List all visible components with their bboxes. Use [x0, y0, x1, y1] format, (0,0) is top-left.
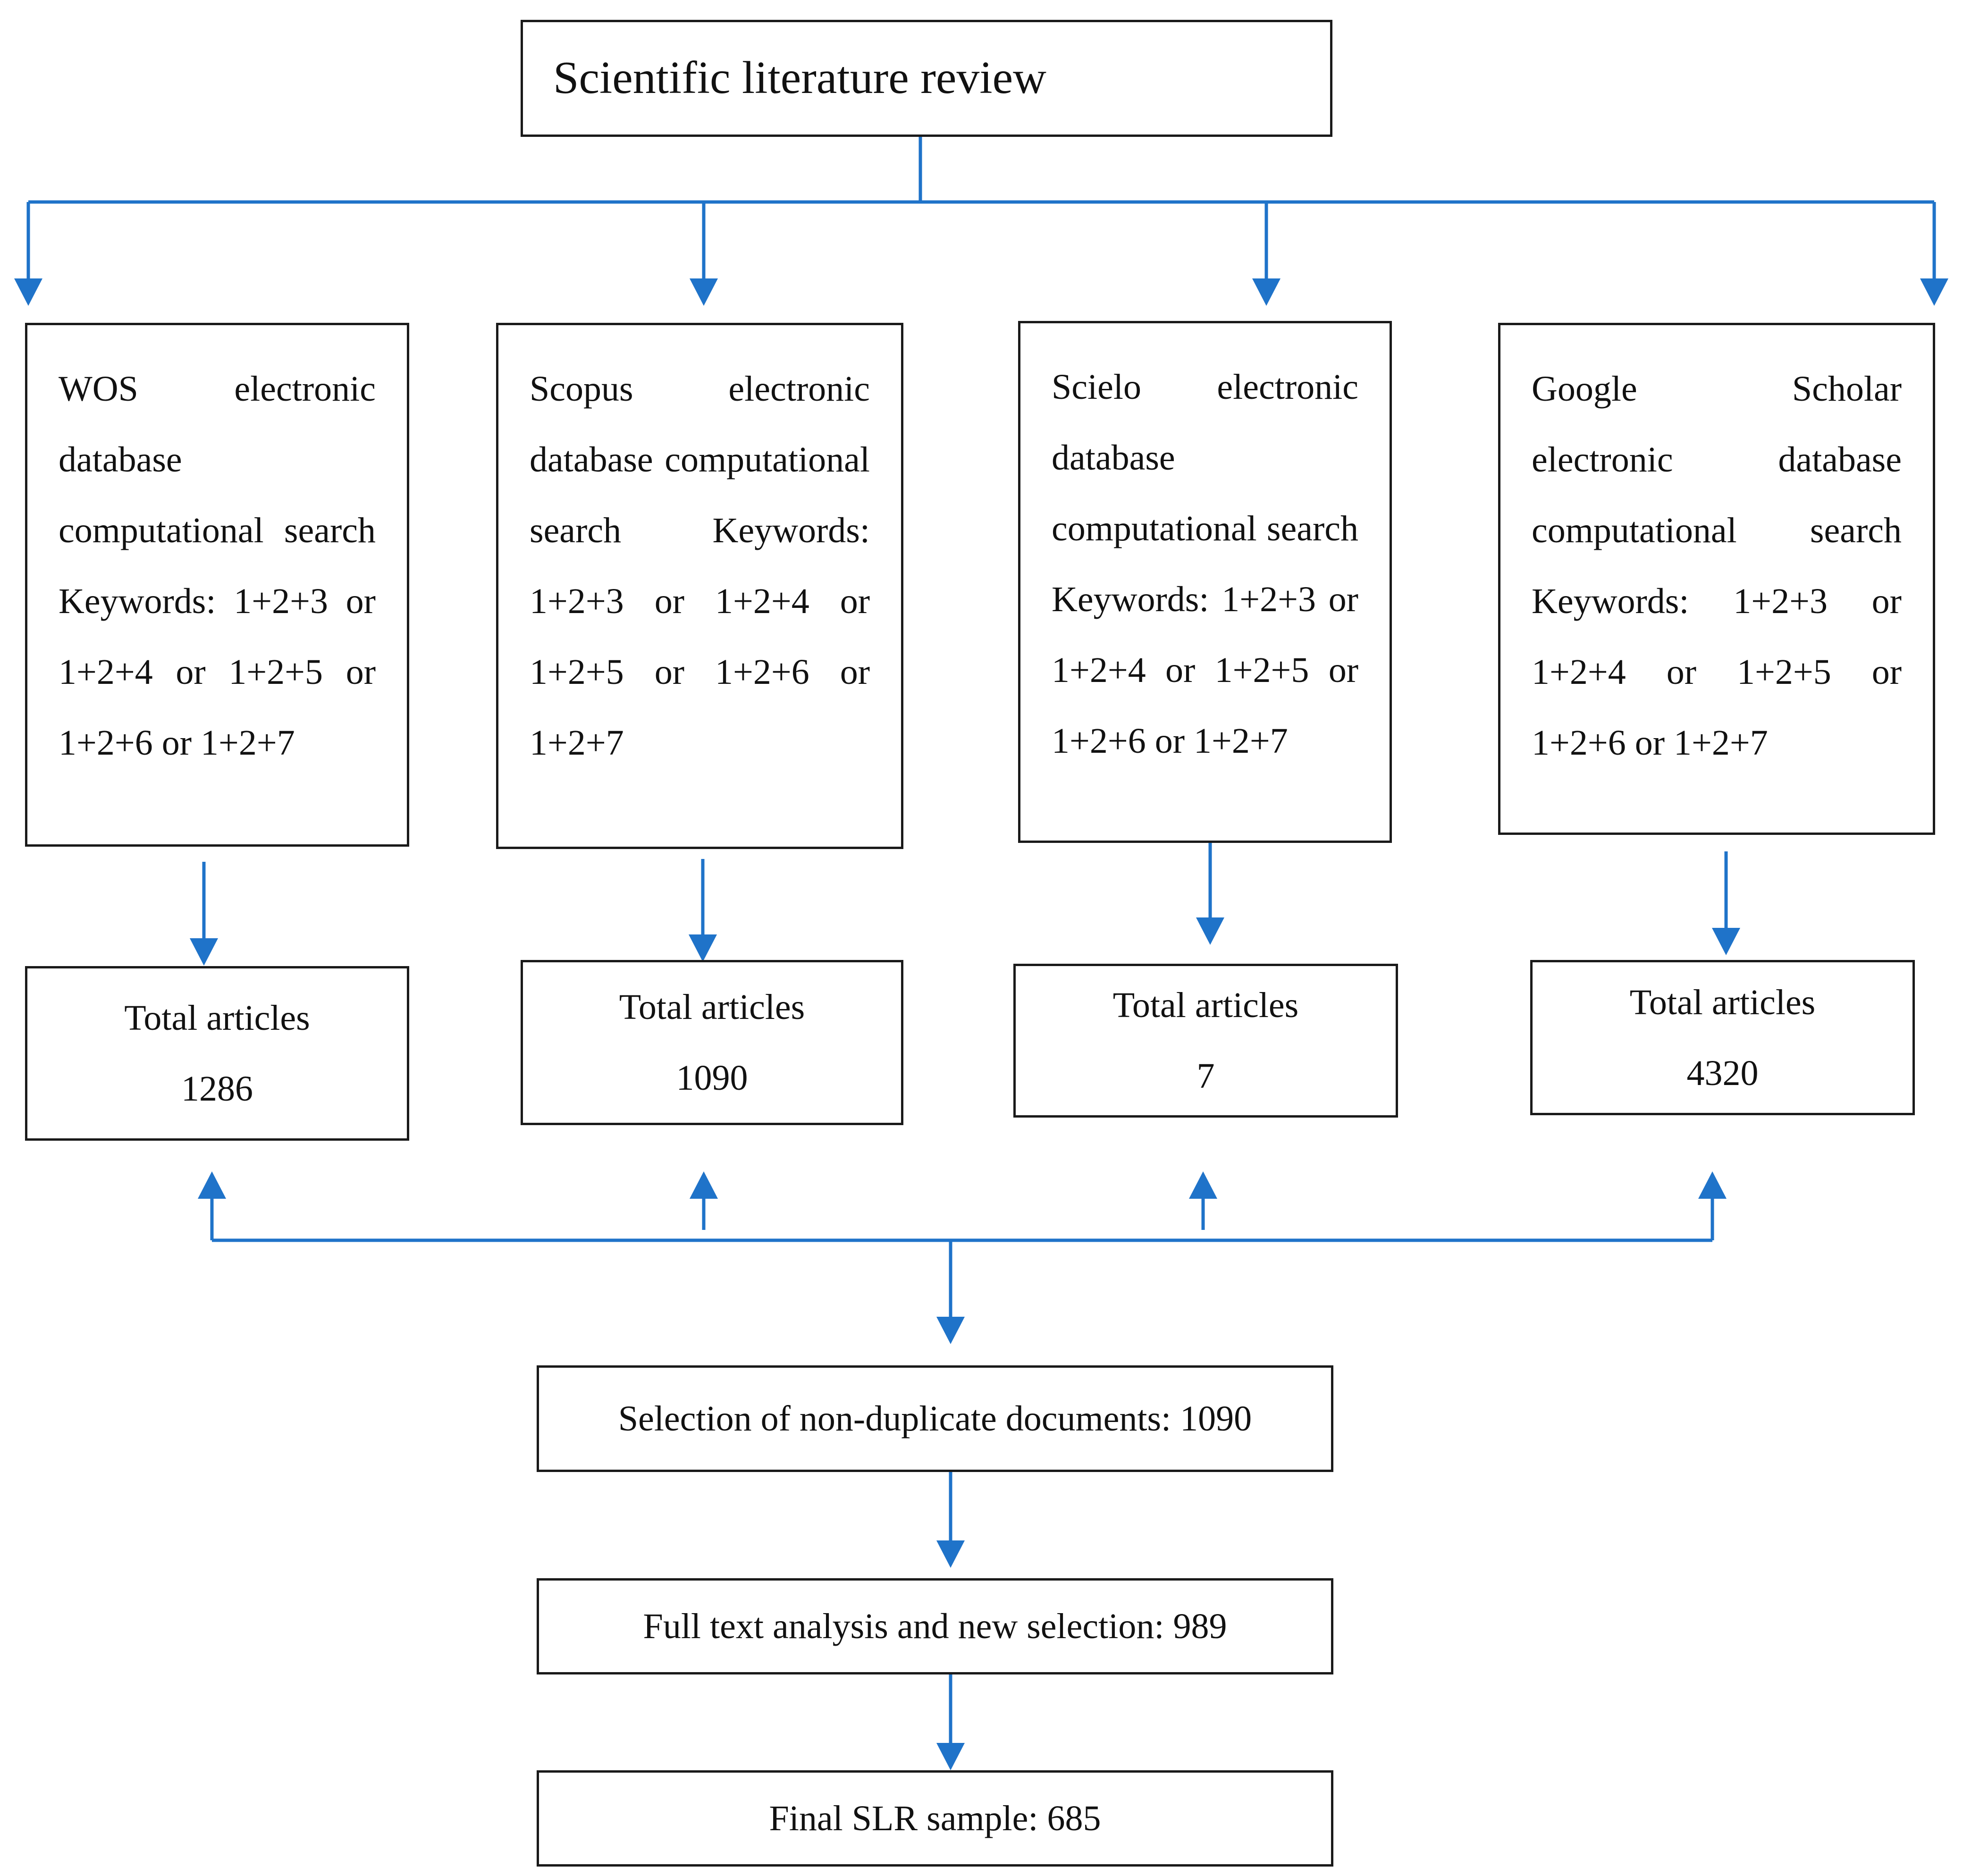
- google-scholar-total-box: Total articles 4320: [1530, 960, 1915, 1115]
- scopus-database-box: Scopus electronic database computational…: [496, 323, 903, 849]
- to-scopus-arrow-head: [690, 278, 718, 306]
- merge-to-wos-arrow-head: [198, 1171, 226, 1199]
- google-scholar-total-value: 4320: [1686, 1053, 1759, 1093]
- to-google-scholar-arrow-head: [1920, 278, 1948, 306]
- google-scholar-total-label: Total articles: [1629, 982, 1816, 1022]
- to-scielo-arrow-head: [1252, 278, 1281, 306]
- diagram-title: Scientific literature review: [553, 52, 1046, 104]
- full-text-step-box: Full text analysis and new selection: 98…: [537, 1578, 1333, 1674]
- google-scholar-database-description: Google Scholar electronic database compu…: [1532, 369, 1902, 763]
- scielo-total-label: Total articles: [1112, 985, 1299, 1025]
- scopus-total-box: Total articles 1090: [521, 960, 903, 1125]
- to-wos-arrow-head: [14, 278, 42, 306]
- dedup-to-full-text-arrow-head: [936, 1540, 965, 1568]
- wos-total-label: Total articles: [124, 998, 310, 1038]
- scielo-total-value: 7: [1196, 1056, 1215, 1096]
- wos-to-total-arrow-head: [190, 938, 218, 966]
- deduplication-step-label: Selection of non-duplicate documents: 10…: [618, 1398, 1252, 1439]
- deduplication-step-box: Selection of non-duplicate documents: 10…: [537, 1365, 1333, 1472]
- scielo-database-description: Scielo electronic database computational…: [1052, 367, 1358, 761]
- full-text-to-final-arrow-head: [936, 1743, 965, 1770]
- merge-to-scopus-arrow-head: [690, 1171, 718, 1199]
- title-box: Scientific literature review: [521, 20, 1332, 137]
- scielo-to-total-arrow-head: [1196, 917, 1224, 945]
- wos-database-description: WOS electronic database computational se…: [59, 369, 376, 763]
- wos-total-value: 1286: [181, 1069, 253, 1109]
- google-scholar-to-total-arrow-head: [1712, 928, 1740, 955]
- scopus-database-description: Scopus electronic database computational…: [530, 369, 870, 763]
- scopus-total-label: Total articles: [619, 987, 805, 1027]
- merge-to-dedup-arrow-head: [936, 1317, 965, 1344]
- final-sample-box: Final SLR sample: 685: [537, 1770, 1333, 1867]
- merge-to-google-scholar-arrow-head: [1698, 1171, 1727, 1199]
- scopus-to-total-arrow-head: [689, 934, 717, 962]
- scielo-total-box: Total articles 7: [1013, 964, 1398, 1118]
- google-scholar-database-box: Google Scholar electronic database compu…: [1498, 323, 1935, 835]
- scielo-database-box: Scielo electronic database computational…: [1018, 321, 1392, 843]
- merge-to-scielo-arrow-head: [1189, 1171, 1217, 1199]
- wos-database-box: WOS electronic database computational se…: [25, 323, 409, 847]
- full-text-step-label: Full text analysis and new selection: 98…: [643, 1606, 1227, 1646]
- final-sample-label: Final SLR sample: 685: [769, 1798, 1101, 1838]
- wos-total-box: Total articles 1286: [25, 966, 409, 1141]
- scopus-total-value: 1090: [676, 1058, 748, 1098]
